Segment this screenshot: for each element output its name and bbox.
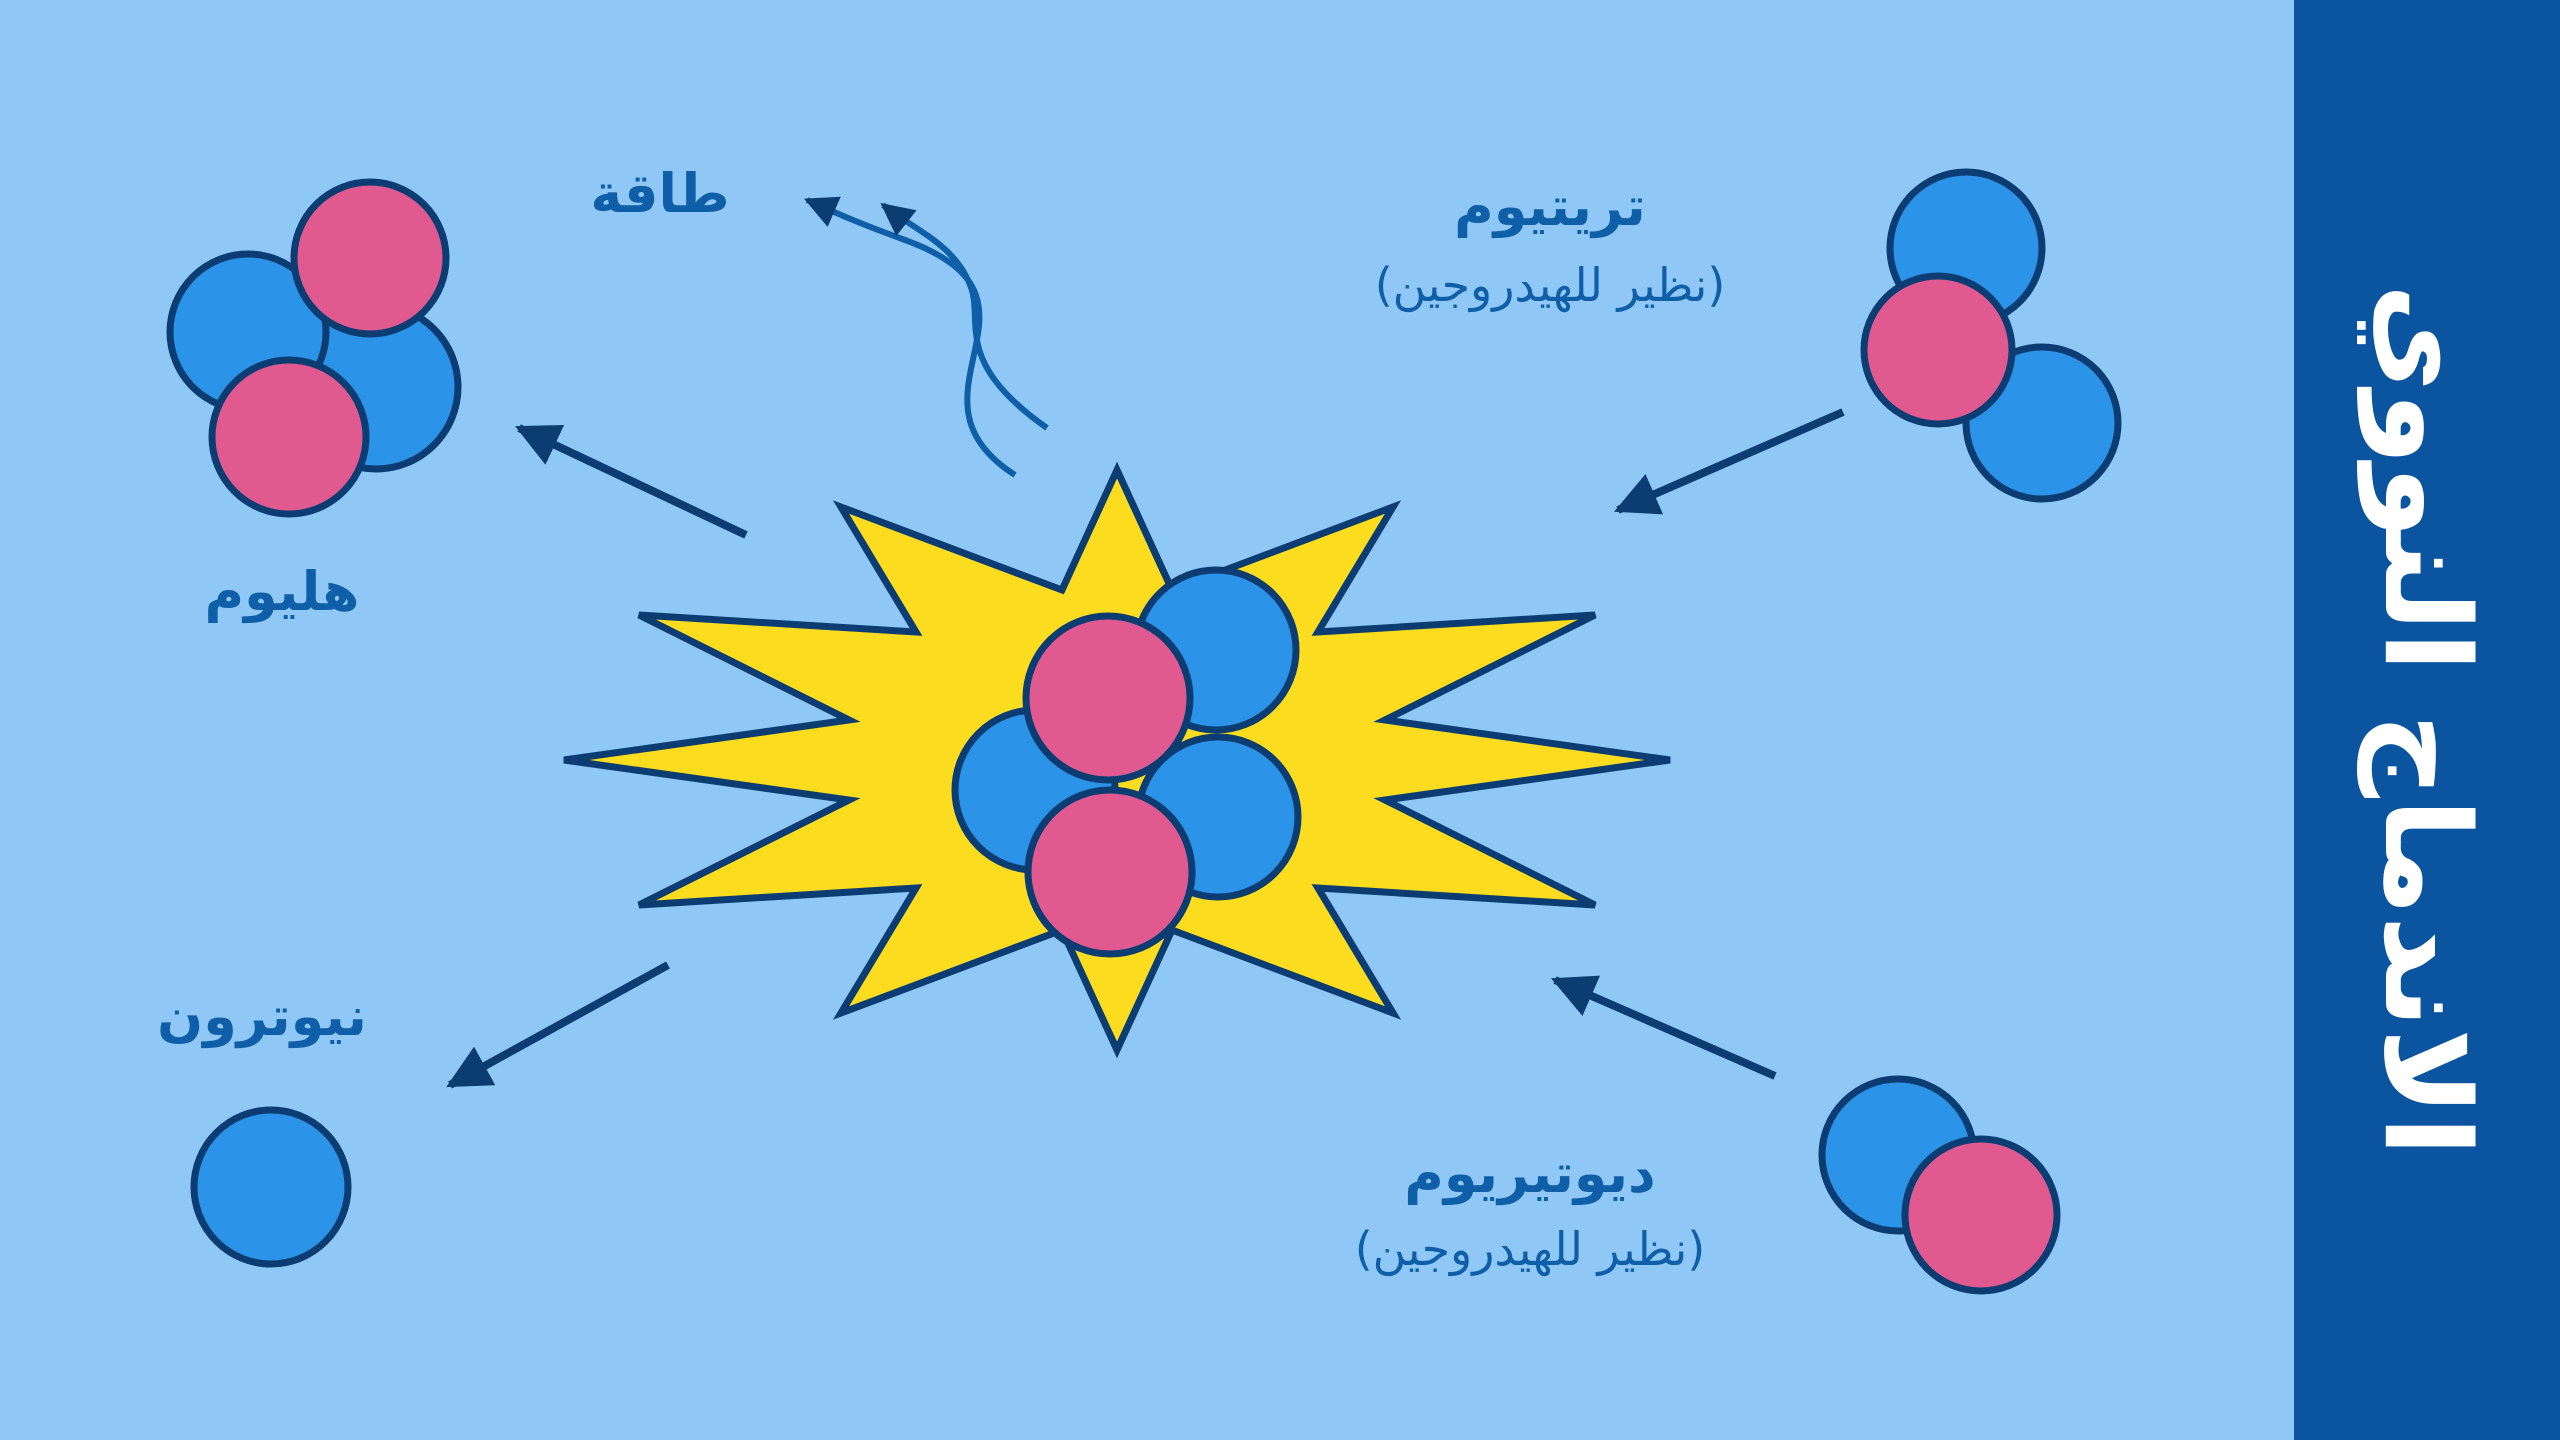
proton-ball	[1022, 612, 1194, 784]
arrow-helium-out	[515, 424, 748, 539]
arrow-tritium-in	[1613, 408, 1845, 515]
free-neutron	[190, 1106, 352, 1268]
proton-ball	[1901, 1135, 2061, 1295]
energy-wave-arrow	[880, 202, 1049, 431]
deuterium-note: (نظير للهيدروجين)	[1354, 1222, 1706, 1276]
deuterium-label: ديوتيريوم	[1404, 1142, 1656, 1205]
helium-nucleus	[166, 178, 462, 518]
proton-ball	[208, 356, 370, 518]
arrow-neutron-out	[446, 961, 670, 1089]
energy-wave-arrow	[803, 196, 1017, 478]
tritium-nucleus	[1860, 168, 2122, 503]
energy-waves	[803, 196, 1049, 478]
title-bar: الاندماج النووي	[2294, 0, 2560, 1440]
tritium-label: تريتيوم	[1454, 175, 1646, 238]
page-title: الاندماج النووي	[2358, 283, 2496, 1157]
proton-ball	[1860, 272, 2016, 428]
neutron-label: نيوترون	[157, 985, 367, 1048]
fused-nucleus	[951, 566, 1302, 958]
arrow-deuterium-in	[1550, 975, 1777, 1080]
proton-ball	[290, 178, 450, 338]
helium-label: هليوم	[204, 560, 360, 623]
proton-ball	[1024, 786, 1196, 958]
energy-label: طاقة	[590, 162, 730, 225]
deuterium-nucleus	[1818, 1075, 2061, 1295]
reaction-arrows	[446, 408, 1845, 1089]
tritium-note: (نظير للهيدروجين)	[1374, 258, 1726, 312]
